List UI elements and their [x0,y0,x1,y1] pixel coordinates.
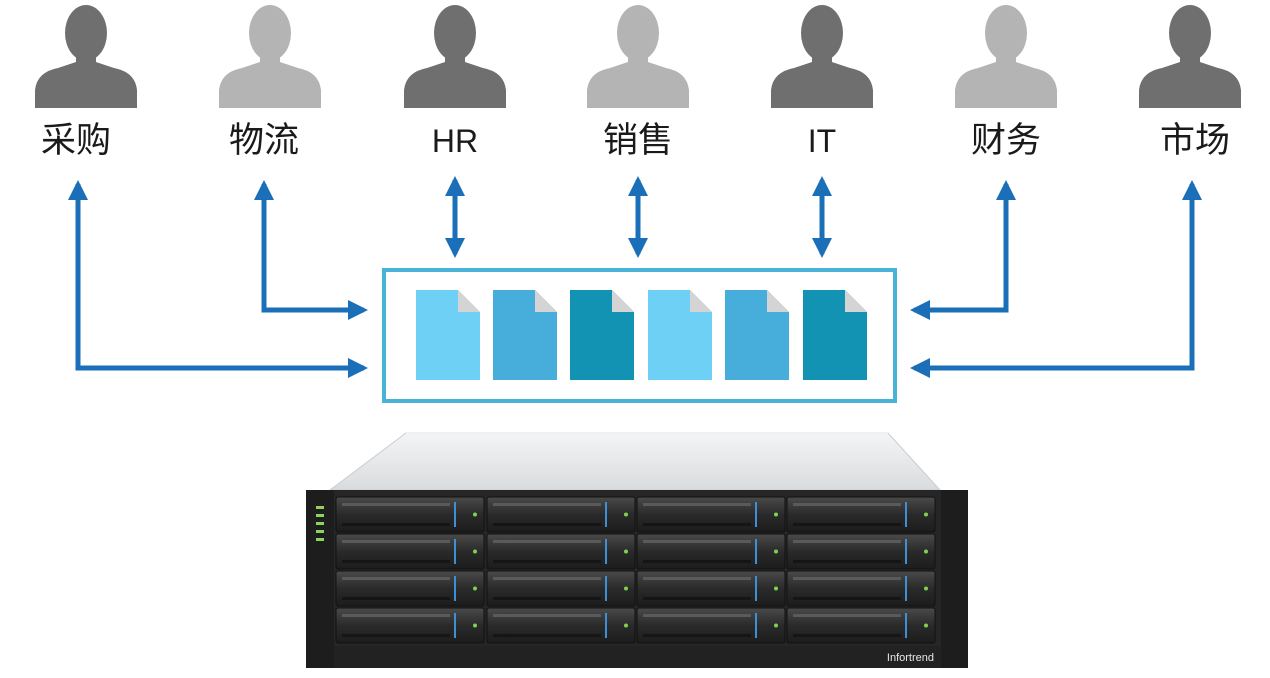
arrow-finance [910,180,1016,320]
drive-tray [786,570,936,607]
dept-label-marketing: 市场 [1160,121,1230,161]
shared-files [416,290,867,380]
person-icon [771,5,873,108]
drive-tray [786,607,936,644]
dept-label-logistics: 物流 [229,121,299,161]
dept-label-it: IT [808,123,836,159]
arrow-marketing [910,180,1202,378]
drive-tray [786,533,936,570]
department-labels: 采购 物流 HR 销售 IT 财务 市场 [41,121,1230,161]
dept-label-finance: 财务 [971,121,1041,161]
drive-tray [486,570,636,607]
drive-tray [636,570,786,607]
document-icon [803,290,867,380]
person-icon [35,5,137,108]
dept-label-procurement: 采购 [41,121,111,161]
drive-tray [786,496,936,533]
dept-label-sales: 销售 [603,121,673,161]
storage-server-icon: Infortrend [306,432,968,668]
drive-tray [335,496,485,533]
drive-trays [335,496,936,644]
arrow-procurement [68,180,368,378]
dept-label-hr: HR [432,123,478,159]
person-icon [219,5,321,108]
drive-tray [335,607,485,644]
drive-tray [486,607,636,644]
drive-tray [486,496,636,533]
brand-label: Infortrend [887,652,934,664]
status-leds [316,506,324,541]
drive-tray [636,496,786,533]
drive-tray [335,533,485,570]
department-users [35,5,1241,108]
drive-tray [636,533,786,570]
person-icon [955,5,1057,108]
drive-tray [486,533,636,570]
drive-tray [636,607,786,644]
person-icon [587,5,689,108]
document-icon [570,290,634,380]
arrow-logistics [254,180,368,320]
document-icon [648,290,712,380]
document-icon [416,290,480,380]
person-icon [1139,5,1241,108]
drive-tray [335,570,485,607]
document-icon [725,290,789,380]
connection-arrows [68,176,1202,378]
document-icon [493,290,557,380]
person-icon [404,5,506,108]
